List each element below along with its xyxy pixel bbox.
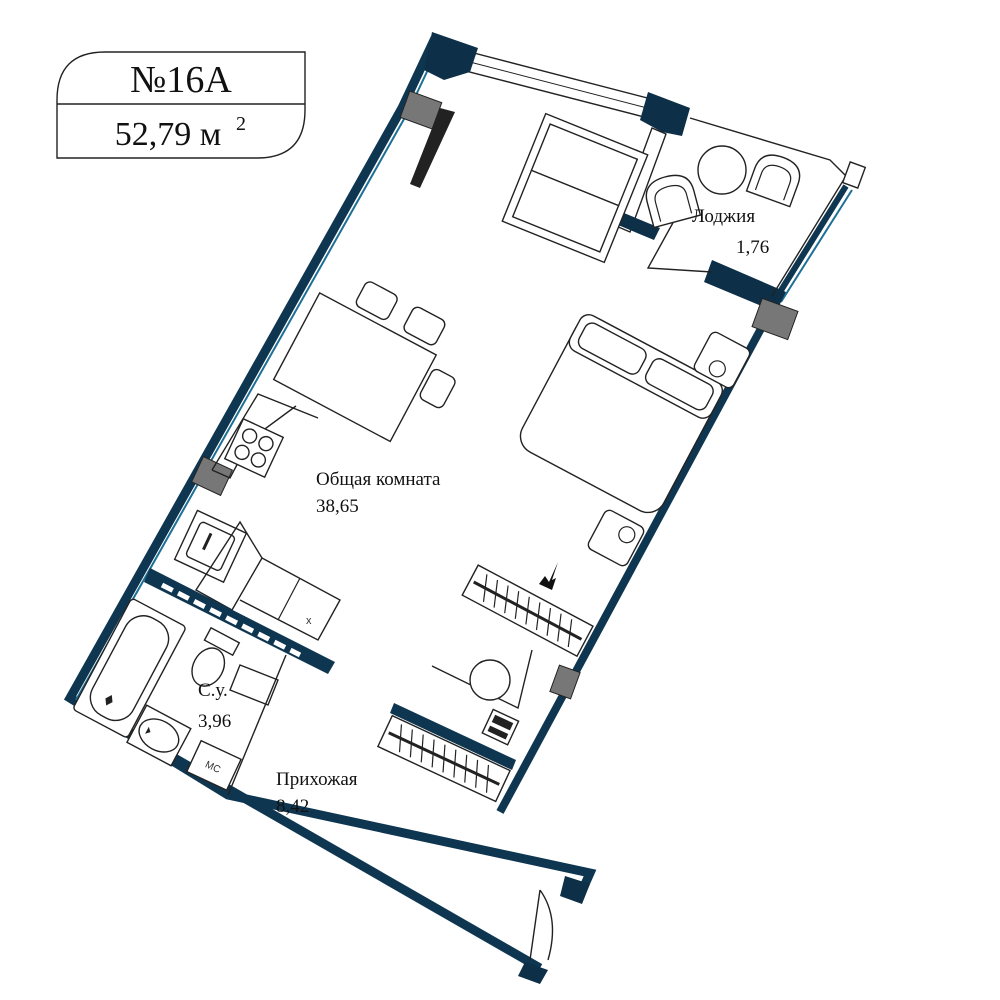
living-room-area: 38,65: [316, 496, 359, 517]
loggia-furniture: [645, 145, 801, 229]
arrow-icon: [539, 562, 558, 590]
dining-table: [272, 281, 456, 443]
living-room-name: Общая комната: [316, 469, 441, 490]
sink-icon: [173, 509, 248, 584]
armchair-left: [645, 174, 702, 229]
bed: [519, 314, 724, 514]
living-window: [424, 32, 690, 136]
bathroom: МС: [73, 568, 335, 796]
bathroom-name: С.у.: [198, 680, 228, 701]
apartment-number: №16А: [130, 59, 232, 101]
monitor-icon: [481, 708, 520, 746]
kitchen: x: [173, 393, 341, 641]
entrance-door: [529, 889, 554, 961]
desk-chair: [469, 659, 511, 701]
loggia-name: Лоджия: [692, 206, 755, 227]
washing-machine: МС: [185, 739, 242, 792]
hallway: [376, 564, 594, 961]
wardrobe-living: [461, 564, 594, 658]
toilet: [191, 626, 241, 687]
wardrobe-hallway: [376, 714, 512, 803]
room-labels: Общая комната 38,65 Лоджия 1,76 С.у. 3,9…: [198, 206, 769, 817]
living-furniture: [272, 108, 751, 590]
wash-basin: [126, 704, 192, 767]
bathtub: [73, 598, 186, 738]
hallway-area: 8,42: [276, 796, 309, 817]
total-area: 52,79 м: [115, 116, 222, 153]
wall-pillars: [190, 90, 799, 984]
armchair-right: [745, 154, 801, 208]
nightstand-top: [693, 331, 751, 389]
loggia-outline: [646, 117, 867, 297]
nightstand-bottom: [587, 509, 645, 567]
apartment-badge: №16А 52,79 м 2: [56, 51, 306, 159]
bathroom-area: 3,96: [198, 711, 231, 732]
area-unit-superscript: 2: [236, 113, 246, 135]
box-label: x: [306, 615, 312, 627]
sofa: [501, 112, 649, 264]
loggia-area: 1,76: [736, 237, 769, 258]
hallway-name: Прихожая: [276, 769, 358, 790]
stove-icon: [223, 417, 285, 479]
